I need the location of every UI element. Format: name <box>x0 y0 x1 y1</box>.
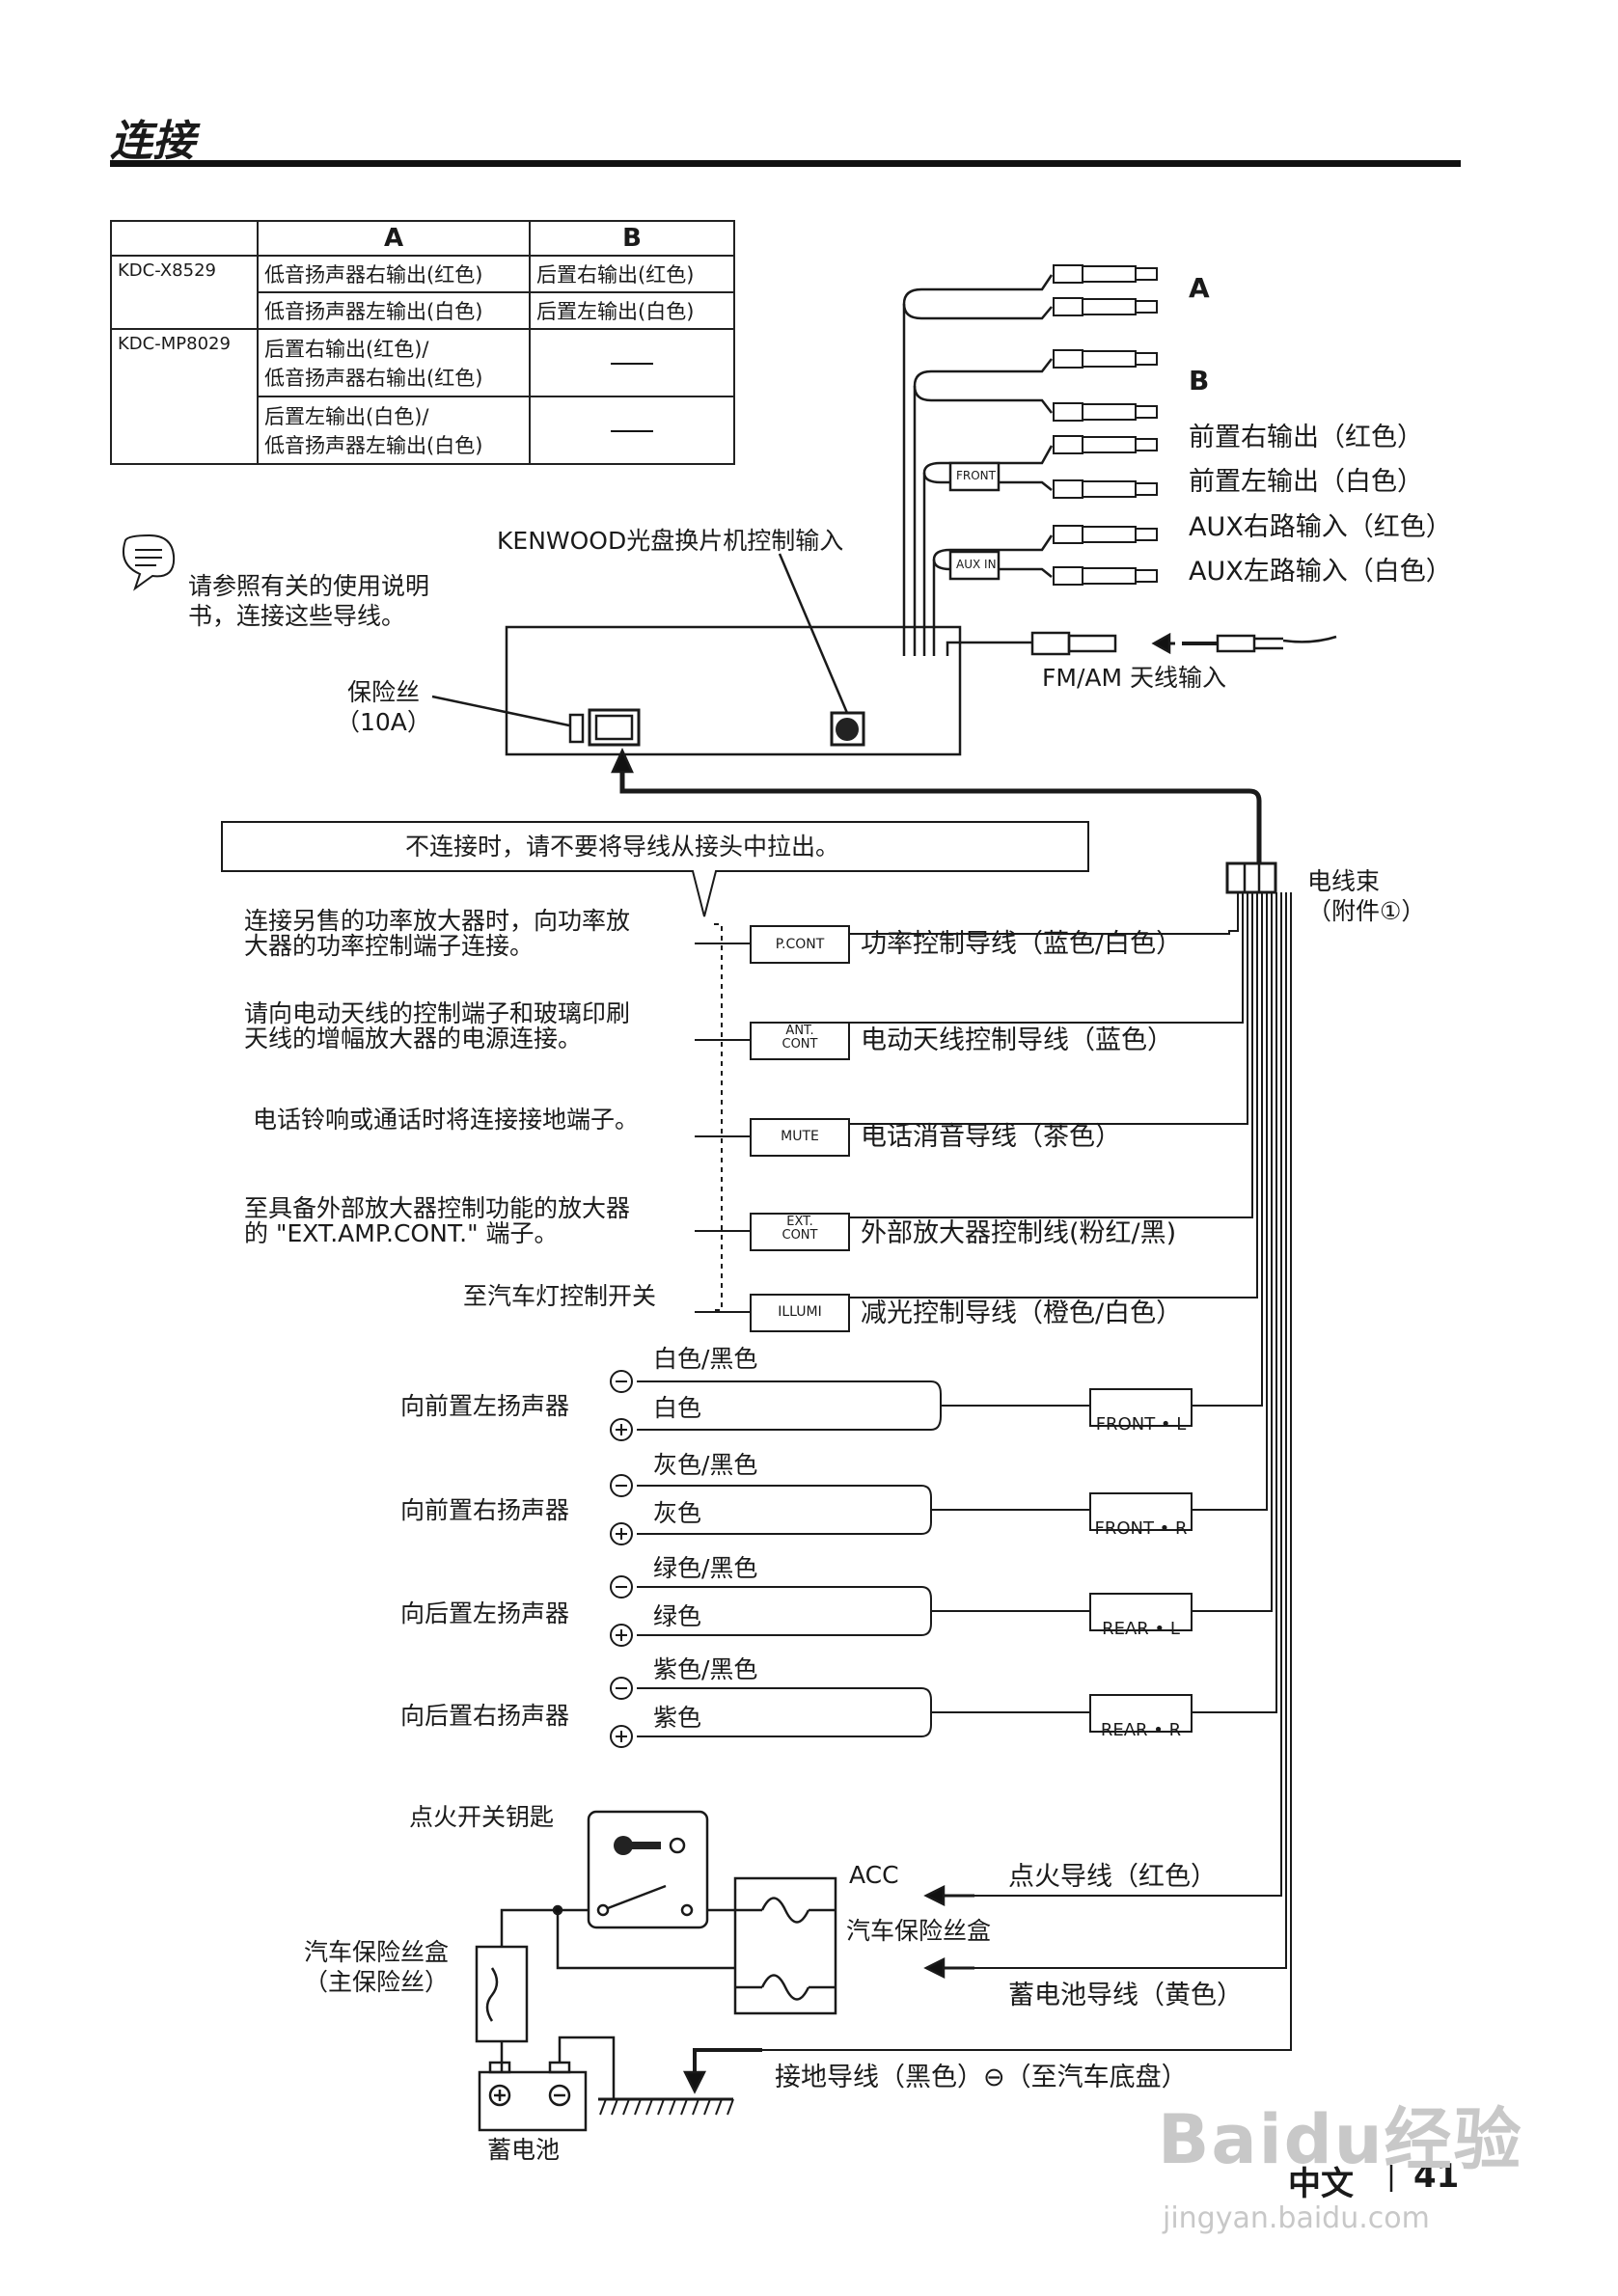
changer-port <box>830 711 865 747</box>
speaker-label: 向后置左扬声器 <box>400 1599 570 1627</box>
table-cell-b: 后置左输出(白色) <box>529 291 735 331</box>
speaker-neg-wire: 白色/黑色 <box>653 1345 758 1373</box>
table-cell-model: KDC-X8529 <box>110 254 259 331</box>
rca-output-label: AUX左路输入（白色） <box>1189 557 1452 587</box>
control-wire-desc: 请向电动天线的控制端子和玻璃印刷 天线的增幅放大器的电源连接。 <box>244 999 631 1053</box>
rca-output-label: AUX右路输入（红色） <box>1189 512 1452 542</box>
warning-callout <box>221 821 1089 917</box>
harness-label: 电线束 （附件①） <box>1307 867 1426 926</box>
main-fuse-label: 汽车保险丝盒 （主保险丝） <box>304 1938 450 1997</box>
table-cell-b-empty <box>529 328 735 398</box>
control-wire-tag: P.CONT <box>775 937 825 952</box>
control-wire-name: 减光控制导线（橙色/白色） <box>861 1298 1183 1328</box>
rca-output-label: 前置左输出（白色） <box>1189 467 1423 497</box>
control-wire-tag: ILLUMI <box>778 1304 822 1320</box>
speaker-label: 向前置左扬声器 <box>400 1392 570 1420</box>
front-tag: FRONT <box>956 469 996 482</box>
fuse-slot <box>568 713 585 744</box>
rca-label-b: B <box>1189 365 1210 396</box>
ground-wire-text: 接地导线（黑色） <box>775 2063 983 2092</box>
harness-warning: 不连接时，请不要将导线从接头中拉出。 <box>405 833 840 861</box>
speaker-tag: REAR • R <box>1100 1720 1182 1740</box>
battery-wire-label: 蓄电池导线（黄色） <box>1008 1981 1243 2010</box>
footer-language: 中文 <box>1288 2165 1354 2203</box>
ground-wire-label: 接地导线（黑色）⊖（至汽车底盘） <box>775 2063 1188 2093</box>
ignition-wire-label: 点火导线（红色） <box>1008 1862 1217 1892</box>
antenna-input-label: FM/AM 天线输入 <box>1042 664 1226 692</box>
harness-connector <box>1225 861 1277 894</box>
aux-tag: AUX IN <box>956 558 997 571</box>
rca-plugs <box>1053 264 1158 586</box>
harness-wires <box>762 892 1292 2051</box>
aux-tag-box <box>948 550 1001 581</box>
table-cell-b: 后置右输出(红色) <box>529 254 735 294</box>
table-cell-a: 低音扬声器左输出(白色) <box>257 291 531 331</box>
footer-page-number: 41 <box>1413 2157 1460 2196</box>
control-wire-tag: MUTE <box>781 1129 819 1144</box>
ignition-key-label: 点火开关钥匙 <box>409 1803 555 1831</box>
table-header-a: A <box>257 220 531 257</box>
table-cell-a: 低音扬声器右输出(红色) <box>257 254 531 294</box>
control-wire-name: 功率控制导线（蓝色/白色） <box>861 929 1183 959</box>
main-fuse <box>475 1945 529 2043</box>
ground-minus-icon: ⊖ <box>983 2063 1005 2092</box>
note-bubble-icon <box>122 533 176 591</box>
table-header-b: B <box>529 220 735 257</box>
speaker-tag: REAR • L <box>1102 1619 1180 1639</box>
front-tag-box <box>948 461 1001 492</box>
fuse-box <box>733 1876 837 2015</box>
note-text: 请参照有关的使用说明 书，连接这些导线。 <box>188 572 430 631</box>
speaker-neg-wire: 紫色/黑色 <box>653 1655 758 1683</box>
control-wire-name: 外部放大器控制线(粉红/黑) <box>861 1218 1177 1248</box>
speaker-pos-wire: 紫色 <box>653 1704 702 1732</box>
table-header-model <box>110 220 259 257</box>
fuse-box-label: 汽车保险丝盒 <box>846 1917 992 1945</box>
harness-socket <box>588 708 641 747</box>
battery <box>478 2070 588 2132</box>
page-title: 连接 <box>110 117 195 166</box>
title-rule <box>110 160 1461 167</box>
speaker-neg-wire: 灰色/黑色 <box>653 1451 758 1479</box>
control-wire-name: 电话消音导线（茶色） <box>861 1122 1121 1152</box>
ignition-switch-box <box>587 1810 709 1929</box>
table-cell-a: 后置右输出(红色)/ 低音扬声器右输出(红色) <box>257 328 531 398</box>
table-cell-a: 后置左输出(白色)/ 低音扬声器左输出(白色) <box>257 396 531 465</box>
watermark-url: jingyan.baidu.com <box>1163 2201 1430 2235</box>
head-unit <box>505 625 962 756</box>
control-wire-name: 电动天线控制导线（蓝色） <box>861 1025 1173 1055</box>
battery-label: 蓄电池 <box>487 2136 561 2164</box>
control-tag-boxes <box>750 925 850 1332</box>
speaker-pos-wire: 绿色 <box>653 1602 702 1630</box>
changer-input-label: KENWOOD光盘换片机控制输入 <box>497 527 844 555</box>
table-cell-model: KDC-MP8029 <box>110 328 259 465</box>
rca-output-label: 前置右输出（红色） <box>1189 423 1423 452</box>
speaker-pos-wire: 灰色 <box>653 1499 702 1527</box>
polarity-symbols <box>610 1370 633 1748</box>
fuse-label: 保险丝 （10A） <box>336 678 431 737</box>
speaker-pos-wire: 白色 <box>653 1394 702 1422</box>
control-wire-desc: 连接另售的功率放大器时，向功率放 大器的功率控制端子连接。 <box>244 907 631 961</box>
acc-label: ACC <box>849 1861 899 1889</box>
table-cell-b-empty <box>529 396 735 465</box>
speaker-label: 向后置右扬声器 <box>400 1702 570 1730</box>
speaker-neg-wire: 绿色/黑色 <box>653 1554 758 1582</box>
speaker-tag: FRONT • L <box>1095 1414 1187 1435</box>
speaker-wires <box>637 1380 1193 1737</box>
control-wire-desc: 至汽车灯控制开关 <box>463 1282 657 1310</box>
control-wire-tag: ANT. CONT <box>782 1024 818 1052</box>
rca-label-a: A <box>1189 272 1210 304</box>
ground-note: （至汽车底盘） <box>1004 2063 1188 2092</box>
control-wire-desc: 至具备外部放大器控制功能的放大器 的 "EXT.AMP.CONT." 端子。 <box>244 1194 631 1248</box>
control-wire-tag: EXT. CONT <box>782 1215 818 1244</box>
speaker-label: 向前置右扬声器 <box>400 1496 570 1524</box>
control-wire-desc: 电话铃响或通话时将连接接地端子。 <box>253 1106 640 1134</box>
watermark-logo: Baidu经验 <box>1158 2100 1523 2179</box>
model-table: A B KDC-X8529 低音扬声器右输出(红色) 后置右输出(红色) 低音扬… <box>110 220 735 465</box>
speaker-tag: FRONT • R <box>1094 1518 1188 1539</box>
